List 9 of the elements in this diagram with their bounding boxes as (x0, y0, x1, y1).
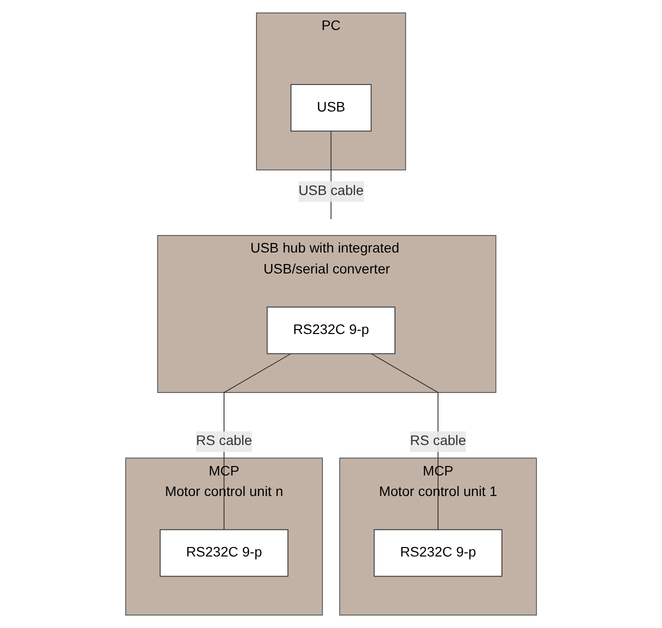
node-box: RS232C 9-p (266, 306, 396, 354)
node-box: RS232C 9-p (160, 529, 288, 577)
edge-label: USB cable (298, 184, 364, 198)
connector (370, 353, 438, 530)
node-box: RS232C 9-p (374, 529, 502, 577)
node-box: USB (290, 84, 372, 132)
edge-label: RS cable (410, 434, 466, 449)
connector (224, 353, 292, 530)
edge-label: RS cable (196, 434, 252, 449)
